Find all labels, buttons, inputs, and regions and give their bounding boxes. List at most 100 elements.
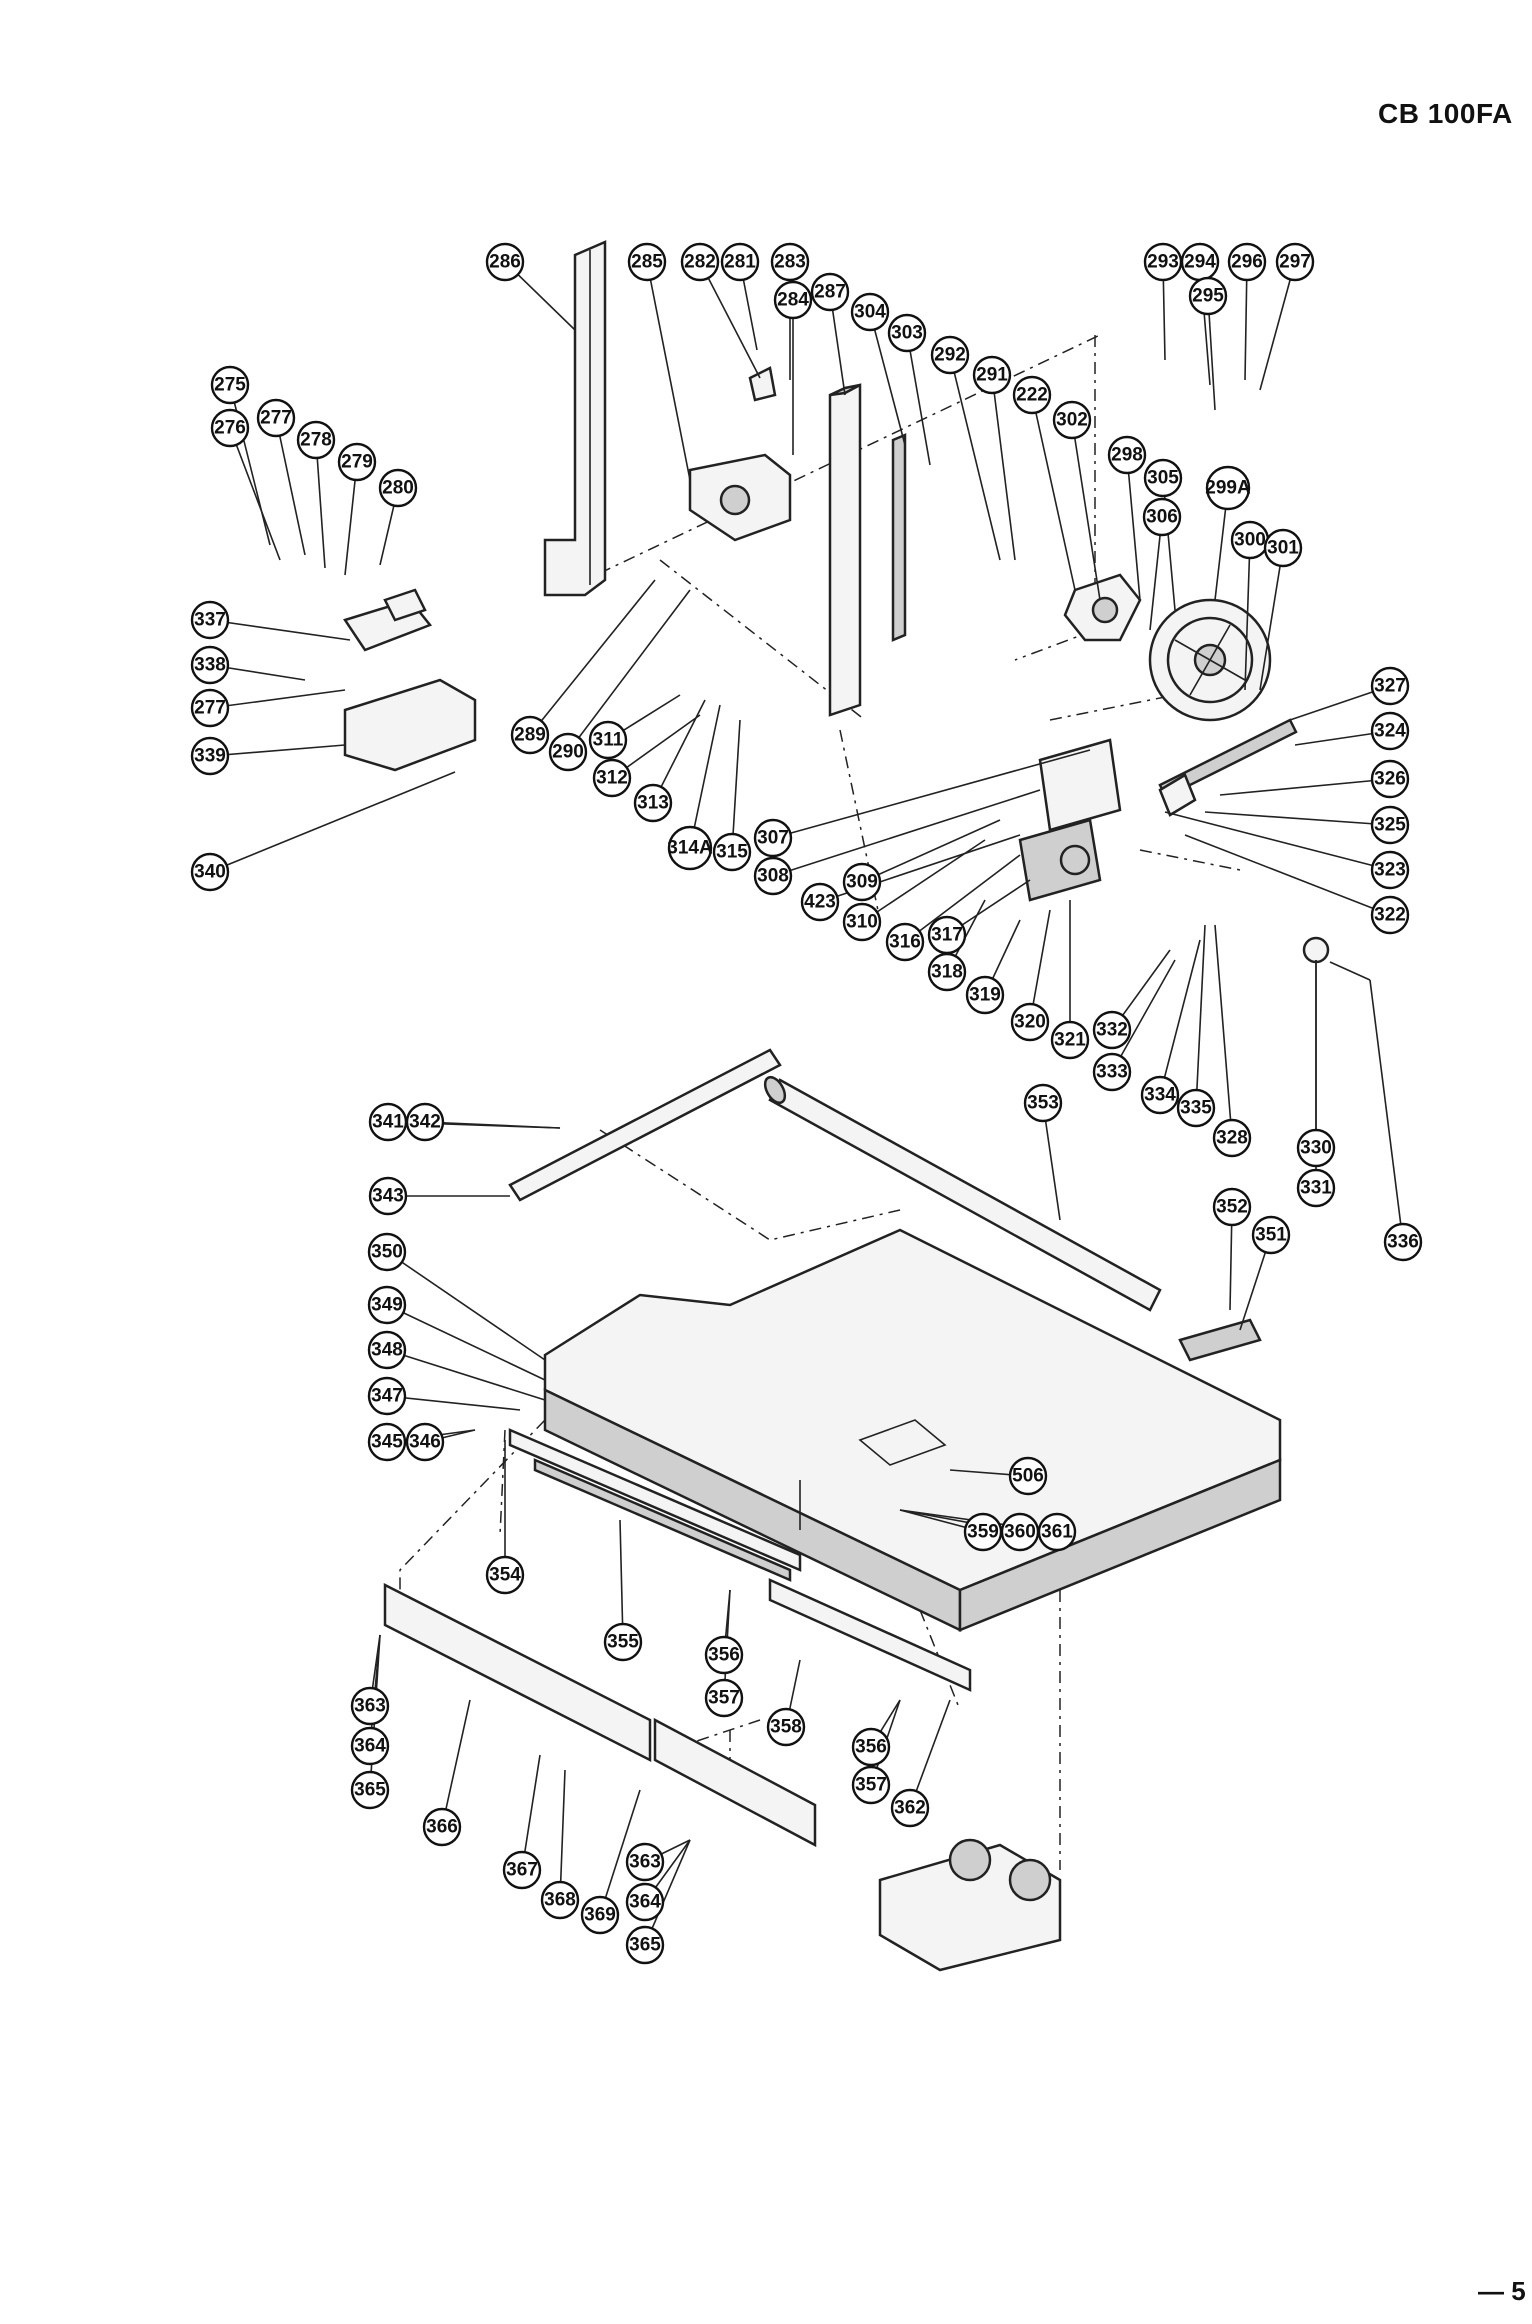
part-callout: 346 xyxy=(405,1422,445,1462)
callout-number: 347 xyxy=(371,1386,403,1407)
part-callout: 301 xyxy=(1263,528,1303,568)
callout-number: 320 xyxy=(1014,1012,1046,1033)
callout-number: 365 xyxy=(354,1780,386,1801)
leader-line xyxy=(861,839,986,923)
leader-line xyxy=(386,1349,546,1401)
callout-number: 364 xyxy=(629,1892,661,1913)
part-callout: 355 xyxy=(603,1622,643,1662)
leader-line xyxy=(1219,778,1391,796)
leader-line xyxy=(646,261,691,481)
callout-circle xyxy=(1383,1222,1423,1262)
callout-number: 358 xyxy=(770,1717,802,1738)
leader-line xyxy=(1195,924,1206,1109)
part-callout: 302 xyxy=(1052,400,1092,440)
callout-circle xyxy=(367,1376,407,1416)
part-callout: 303 xyxy=(887,313,927,353)
callout-circle xyxy=(851,1765,891,1805)
callout-number: 275 xyxy=(214,375,246,396)
callout-number: 302 xyxy=(1056,410,1088,431)
part-callout: 357 xyxy=(851,1765,891,1805)
stop-block xyxy=(1178,1318,1262,1362)
part-callout: 369 xyxy=(580,1895,620,1935)
callout-circle xyxy=(1037,1512,1077,1552)
callout-circle xyxy=(367,1330,407,1370)
part-callout: 364 xyxy=(625,1882,665,1922)
callout-number: 361 xyxy=(1041,1522,1073,1543)
callout-circle xyxy=(1092,1010,1132,1050)
callout-circle xyxy=(580,1895,620,1935)
rack-bar xyxy=(891,433,907,642)
callout-circle xyxy=(704,1635,744,1675)
leader-line xyxy=(1111,959,1176,1073)
part-callout: 293 xyxy=(1143,242,1183,282)
callout-number: 300 xyxy=(1234,530,1266,551)
part-callout: 283 xyxy=(770,242,810,282)
part-callout: 356 xyxy=(851,1727,891,1767)
callout-number: 303 xyxy=(891,323,923,344)
hinge-block xyxy=(688,453,792,542)
part-callout: 325 xyxy=(1370,805,1410,845)
callout-circle xyxy=(502,1850,542,1890)
callout-circle xyxy=(1012,375,1052,415)
callout-circle xyxy=(800,882,840,922)
handwheel xyxy=(1148,598,1272,722)
callout-number: 304 xyxy=(854,302,886,323)
callout-circle xyxy=(367,1422,407,1462)
leader-line xyxy=(1369,979,1404,1243)
callout-number: 279 xyxy=(341,452,373,473)
leader-line xyxy=(599,1789,641,1916)
leader-line xyxy=(1204,811,1391,826)
callout-number: 317 xyxy=(931,925,963,946)
callout-circle xyxy=(540,1880,580,1920)
callout-circle xyxy=(625,1925,665,1965)
leader-line xyxy=(904,854,1021,943)
part-callout: 335 xyxy=(1176,1088,1216,1128)
callout-number: 423 xyxy=(804,892,836,913)
callout-circle xyxy=(887,313,927,353)
callout-circle xyxy=(1010,1002,1050,1042)
part-callout: 341 xyxy=(368,1102,408,1142)
callout-circle xyxy=(972,355,1012,395)
callout-circle xyxy=(773,280,813,320)
base-bracket xyxy=(343,588,477,772)
callout-number: 355 xyxy=(607,1632,639,1653)
part-callout: 287 xyxy=(810,272,850,312)
part-callout: 314A xyxy=(667,825,713,871)
motor-assembly xyxy=(878,1838,1062,1972)
leader-line xyxy=(1184,834,1391,916)
callout-circle xyxy=(680,242,720,282)
part-callout: 321 xyxy=(1050,1020,1090,1060)
callout-number: 310 xyxy=(846,912,878,933)
leader-line xyxy=(1244,261,1248,381)
leader-line xyxy=(699,261,761,379)
support-bar xyxy=(508,1048,782,1202)
callout-number: 362 xyxy=(894,1798,926,1819)
leader-line xyxy=(1162,477,1176,611)
part-callout: 423 xyxy=(800,882,840,922)
callout-circle xyxy=(851,1727,891,1767)
arm-assembly xyxy=(1063,573,1142,642)
callout-circle xyxy=(190,645,230,685)
callout-circle xyxy=(625,1842,665,1882)
part-callout: 362 xyxy=(890,1788,930,1828)
callout-number: 292 xyxy=(934,345,966,366)
callout-circle xyxy=(210,408,250,448)
leader-line xyxy=(1259,547,1284,691)
part-callout: 328 xyxy=(1212,1118,1252,1158)
callout-number: 314A xyxy=(667,838,713,859)
callout-number: 293 xyxy=(1147,252,1179,273)
callout-number: 318 xyxy=(931,962,963,983)
callout-number: 350 xyxy=(371,1242,403,1263)
callout-circle xyxy=(753,818,793,858)
part-callout: 324 xyxy=(1370,711,1410,751)
callout-number: 352 xyxy=(1216,1197,1248,1218)
part-callout: 332 xyxy=(1092,1010,1132,1050)
callout-circle xyxy=(190,852,230,892)
part-callout: 365 xyxy=(350,1770,390,1810)
part-callout: 357 xyxy=(704,1678,744,1718)
callout-number: 340 xyxy=(194,862,226,883)
callout-number: 294 xyxy=(1184,252,1216,273)
leader-line xyxy=(441,1699,471,1828)
